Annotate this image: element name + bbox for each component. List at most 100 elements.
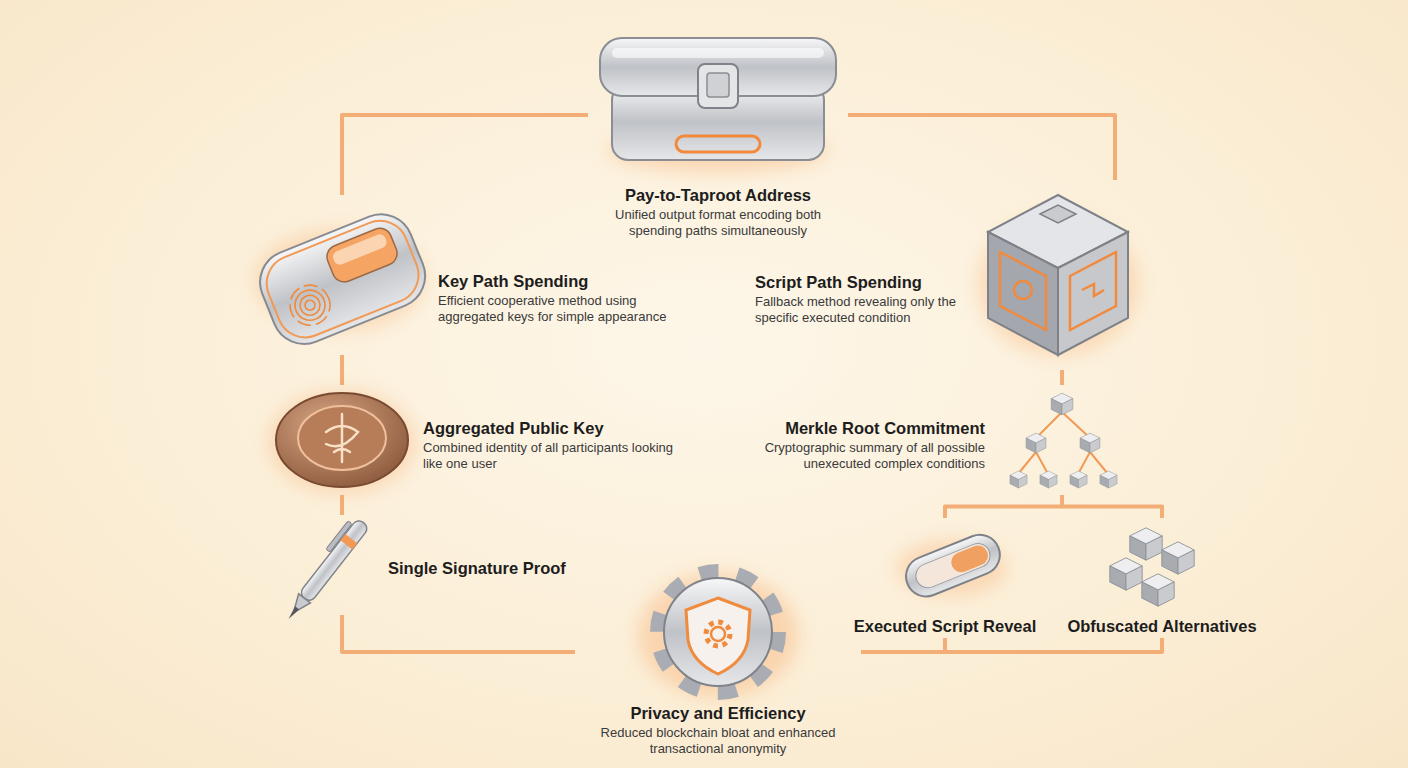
pen-icon [278, 514, 370, 623]
concept-node: Script Path SpendingFallback method reve… [750, 180, 1135, 370]
node-heading: Merkle Root Commitment [730, 418, 985, 438]
connector-line [1060, 370, 1064, 385]
obfuscated-cubes-icon [1110, 528, 1194, 606]
wax-seal-icon [268, 390, 416, 494]
connector-line [342, 615, 575, 652]
node-heading: Pay-to-Taproot Address [588, 185, 848, 205]
concept-node: Key Path SpendingEfficient cooperative m… [250, 195, 690, 355]
connector-line [340, 495, 344, 515]
taproot-box-icon [612, 84, 824, 160]
merkle-tree-icon [1051, 393, 1073, 415]
pen-icon [326, 521, 352, 552]
taproot-box-icon [600, 38, 836, 96]
key-fob-icon [284, 279, 336, 331]
privacy-gear-icon [706, 622, 730, 646]
taproot-box-icon [608, 128, 828, 172]
node-heading: Aggregated Public Key [423, 418, 678, 438]
node-heading: Single Signature Proof [388, 558, 613, 578]
script-cube-icon [1000, 252, 1046, 330]
taproot-box-icon [676, 136, 760, 152]
wax-seal-icon [326, 414, 358, 462]
connector-line [1062, 495, 1162, 518]
node-description: Cryptographic summary of all possible un… [730, 440, 985, 472]
merkle-tree-icon [1018, 412, 1108, 474]
connector-line [861, 638, 1162, 652]
privacy-gear-icon [638, 572, 798, 697]
merkle-tree-icon [1026, 433, 1046, 453]
script-cube-icon [1070, 252, 1116, 330]
obfuscated-cubes-icon [1162, 542, 1194, 574]
pen-icon [278, 514, 370, 623]
concept-node: Merkle Root CommitmentCryptographic summ… [730, 385, 1135, 495]
merkle-tree-icon [1080, 433, 1100, 453]
key-fob-icon [250, 205, 434, 354]
concept-node: Pay-to-Taproot AddressUnified output for… [588, 28, 848, 239]
concept-node: Obfuscated Alternatives [1052, 518, 1272, 638]
capsule-icon [897, 540, 1007, 596]
privacy-gear-icon [664, 578, 772, 686]
key-fob-icon [304, 299, 317, 312]
merkle-tree-icon [1070, 471, 1087, 488]
connector-line [848, 115, 1115, 180]
merkle-tree-icon [1100, 471, 1117, 488]
key-fob-icon [290, 286, 329, 325]
key-fob-icon [331, 233, 388, 267]
concept-node: Privacy and EfficiencyReduced blockchain… [575, 573, 861, 757]
script-cube-icon [988, 232, 1058, 355]
key-fob-icon [250, 205, 434, 354]
capsule-icon [900, 529, 1006, 603]
key-fob-icon [323, 225, 400, 286]
node-description: Reduced blockchain bloat and enhanced tr… [575, 725, 861, 757]
merkle-tree-icon [1010, 471, 1027, 488]
concept-node: Single Signature Proof [283, 515, 613, 615]
wax-seal-icon [276, 393, 408, 487]
connector-line [340, 355, 344, 385]
capsule-icon [912, 540, 993, 591]
concept-node: Aggregated Public KeyCombined identity o… [268, 385, 678, 495]
capsule-icon [900, 529, 1006, 603]
connector-line [342, 115, 588, 195]
node-heading: Key Path Spending [438, 271, 690, 291]
script-cube-icon [978, 215, 1138, 355]
script-cube-icon [1082, 284, 1104, 296]
node-description: Combined identity of all participants lo… [423, 440, 678, 472]
key-fob-icon [258, 212, 427, 345]
script-cube-icon [1014, 281, 1032, 299]
node-heading: Obfuscated Alternatives [1052, 616, 1272, 636]
obfuscated-cubes-icon [1110, 558, 1142, 590]
taproot-box-icon [698, 64, 738, 108]
taproot-box-icon [600, 38, 836, 172]
concept-node: Executed Script Reveal [840, 518, 1050, 638]
capsule-icon [948, 542, 991, 575]
connector-line [945, 495, 1062, 518]
script-cube-icon [978, 195, 1138, 355]
privacy-gear-icon [711, 627, 725, 641]
key-fob-icon [250, 205, 434, 354]
merkle-tree-icon [1010, 393, 1117, 488]
obfuscated-cubes-icon [1130, 528, 1162, 560]
obfuscated-cubes-icon [1142, 574, 1174, 606]
node-description: Efficient cooperative method using aggre… [438, 293, 690, 325]
script-cube-icon [1040, 205, 1076, 223]
key-fob-icon [255, 230, 425, 330]
script-cube-icon [988, 195, 1128, 268]
merkle-tree-icon [1040, 471, 1057, 488]
script-cube-icon [1058, 232, 1128, 355]
node-description: Unified output format encoding both spen… [588, 207, 848, 239]
capsule-icon [897, 529, 1007, 603]
taproot-box-icon [707, 73, 729, 97]
pen-icon [288, 594, 311, 617]
privacy-gear-icon [658, 572, 778, 692]
pen-icon [287, 606, 300, 620]
wax-seal-icon [298, 406, 386, 470]
connector-line [861, 638, 945, 652]
privacy-gear-icon [686, 598, 750, 674]
node-heading: Privacy and Efficiency [575, 703, 861, 723]
node-heading: Executed Script Reveal [840, 616, 1050, 636]
pen-icon [299, 518, 370, 603]
key-fob-icon [297, 292, 323, 318]
wax-seal-icon [268, 390, 416, 494]
